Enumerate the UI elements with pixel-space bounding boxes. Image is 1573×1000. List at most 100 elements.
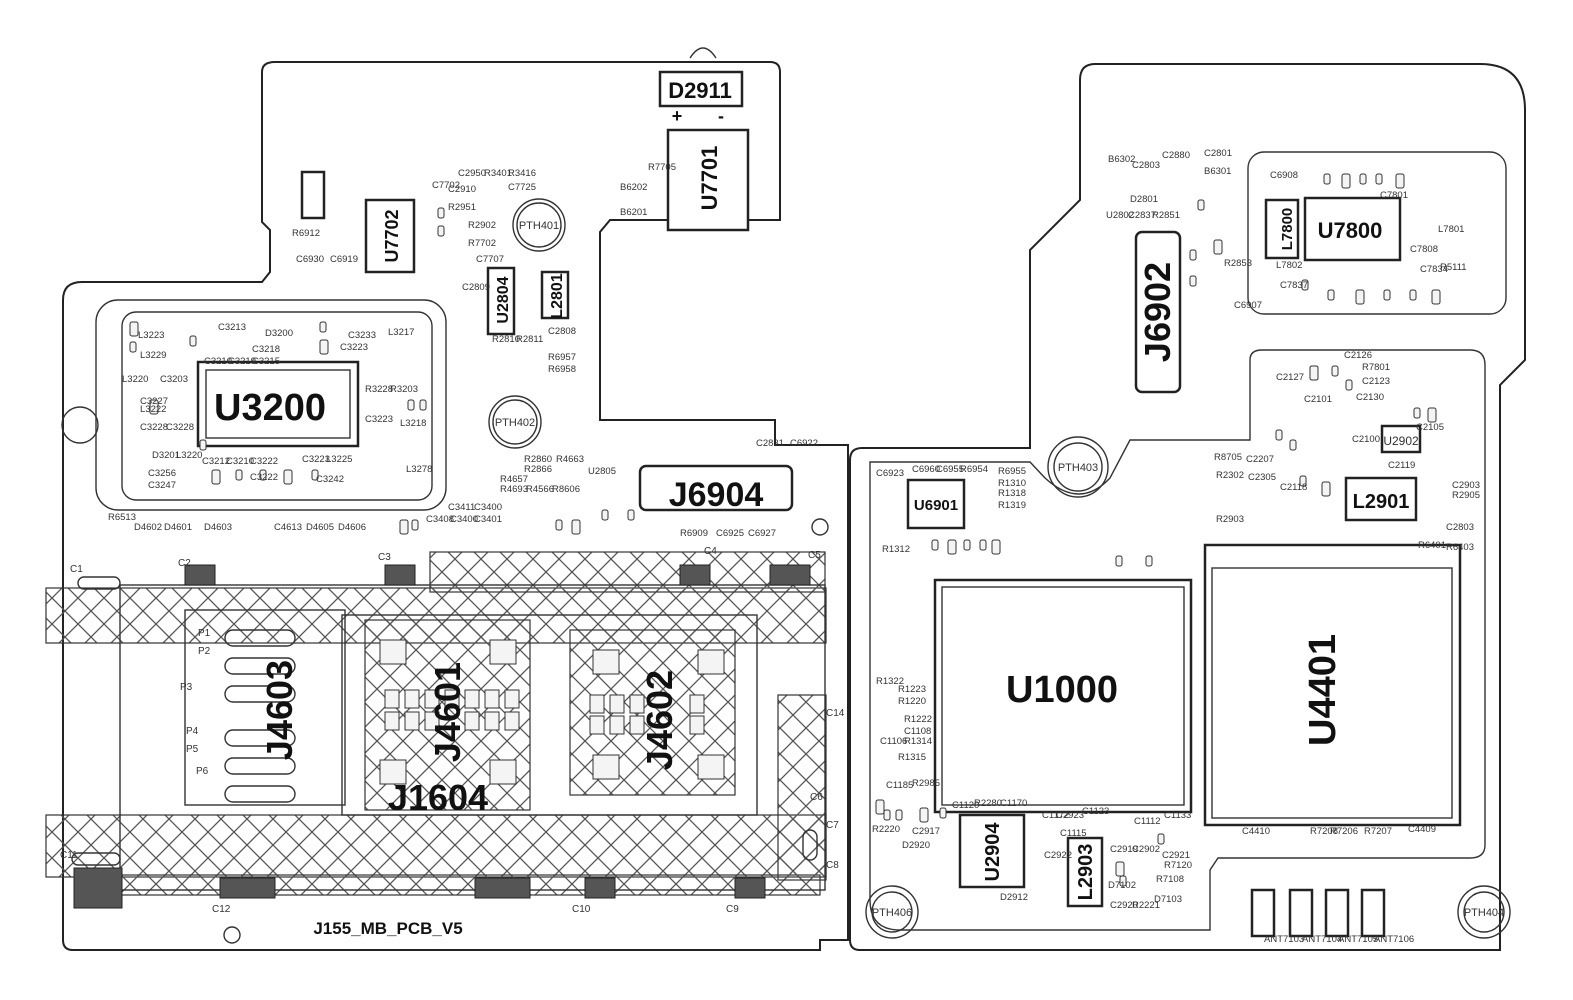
smd-footprint (1355, 289, 1365, 305)
ref-label: L3218 (400, 418, 426, 429)
smd-footprint (1275, 429, 1283, 441)
ref-label: R6403 (1446, 542, 1474, 553)
ref-label: L3225 (326, 454, 352, 465)
smd-footprint (1197, 199, 1205, 211)
ref-label: C1123 (1082, 806, 1109, 817)
label-l2801: L2801 (549, 273, 566, 318)
ref-label: C3227 (140, 396, 168, 407)
ref-label: L3217 (388, 327, 414, 338)
smd-footprint (211, 469, 221, 485)
ref-label: C2950 (458, 168, 486, 179)
smd-footprint (129, 321, 139, 337)
ref-label: C1120 (952, 800, 979, 811)
board-outline-right (849, 63, 1526, 951)
smd-footprint (979, 539, 987, 551)
shield-u3200 (95, 299, 447, 511)
ref-label: C6923 (876, 468, 904, 479)
slot-label: P6 (196, 766, 209, 777)
ref-label: R2811 (516, 334, 543, 345)
ref-label: ANT7103 (1264, 934, 1304, 945)
ref-label: C3223 (365, 414, 393, 425)
slot-label: C8 (826, 860, 839, 871)
u2902-chip (1380, 424, 1422, 454)
u4401-chip (1203, 543, 1462, 827)
ref-label: C3228 (140, 422, 168, 433)
slot-label: C1 (70, 564, 83, 575)
mounting-holes (61, 198, 1511, 944)
smd-footprint (1383, 289, 1391, 301)
ref-label: R2851 (1152, 210, 1180, 221)
ref-label: C7801 (1380, 190, 1408, 201)
label-j6902: J6902 (1137, 262, 1178, 362)
smd-footprint (1301, 279, 1309, 291)
label-l2901: L2901 (1353, 491, 1410, 513)
ref-label: C1133 (1164, 810, 1191, 821)
u1000-chip (933, 578, 1193, 814)
ref-label: C3242 (316, 474, 344, 485)
smd-footprint (1321, 481, 1331, 497)
ref-label: B6301 (1204, 166, 1231, 177)
ref-label: C2808 (548, 326, 576, 337)
smd-footprint (627, 509, 635, 521)
ref-label: C7808 (1410, 244, 1438, 255)
smd-footprint (1213, 239, 1223, 255)
smd-footprint (963, 539, 971, 551)
label-j1604: J1604 (388, 777, 488, 818)
smd-footprint (311, 469, 319, 481)
ref-label: R6912 (292, 228, 320, 239)
u7701-chip (666, 128, 750, 232)
ref-label: R6955 (998, 466, 1026, 477)
u7702-chip (364, 198, 416, 274)
smd-footprint (1115, 861, 1125, 877)
l2801-part (540, 270, 570, 320)
ref-label: C2130 (1356, 392, 1384, 403)
ref-label: L7802 (1276, 260, 1302, 271)
ref-label: C3408 (426, 514, 454, 525)
smd-footprint (931, 539, 939, 551)
smd-footprint (437, 207, 445, 219)
smd-footprint (129, 341, 137, 353)
slot-label: P3 (180, 682, 193, 693)
smd-footprint (1327, 289, 1335, 301)
j4603-frame (184, 609, 346, 806)
label-u6901: U6901 (914, 497, 958, 514)
ref-label: R6957 (548, 352, 576, 363)
smd-footprint (991, 539, 1001, 555)
ref-label: R1310 (998, 478, 1026, 489)
ref-label: L3220 (122, 374, 148, 385)
smd-footprint (189, 335, 197, 347)
ref-label: R2902 (468, 220, 496, 231)
ref-label: ANT7106 (1374, 934, 1414, 945)
smd-footprint (235, 469, 243, 481)
d2911-arc (689, 47, 717, 59)
ref-label: C3203 (160, 374, 188, 385)
label-pth401: PTH401 (519, 220, 559, 232)
ref-label: C2801 (1204, 148, 1232, 159)
ref-label: R7208 (1310, 826, 1338, 837)
ref-label: C1170 (1000, 798, 1027, 809)
u3200-chip-inner (205, 369, 351, 439)
board-outline-left (62, 61, 849, 951)
ref-label: C3247 (148, 480, 176, 491)
ref-label: R8705 (1214, 452, 1242, 463)
ref-label: C7837 (1280, 280, 1308, 291)
ref-label: R4663 (556, 454, 584, 465)
smd-footprint (555, 519, 563, 531)
slot-label: P2 (198, 646, 211, 657)
ref-label: C7707 (476, 254, 504, 265)
ref-label: D4605 (306, 522, 334, 533)
label-u2904: U2904 (982, 822, 1004, 882)
ref-label: C2126 (1344, 350, 1372, 361)
ref-label: D4603 (204, 522, 232, 533)
ref-label: L7801 (1438, 224, 1464, 235)
slot-label: C6 (810, 792, 823, 803)
ref-label: D7102 (1108, 880, 1136, 891)
ref-label: R1315 (898, 752, 926, 763)
ref-label: R2985 (912, 778, 940, 789)
smd-footprint (939, 807, 947, 819)
ref-label: R4693 (500, 484, 528, 495)
ref-label: C2923 (1056, 810, 1084, 821)
ref-label: L3222 (140, 404, 166, 415)
ref-label: C3401 (474, 514, 502, 525)
